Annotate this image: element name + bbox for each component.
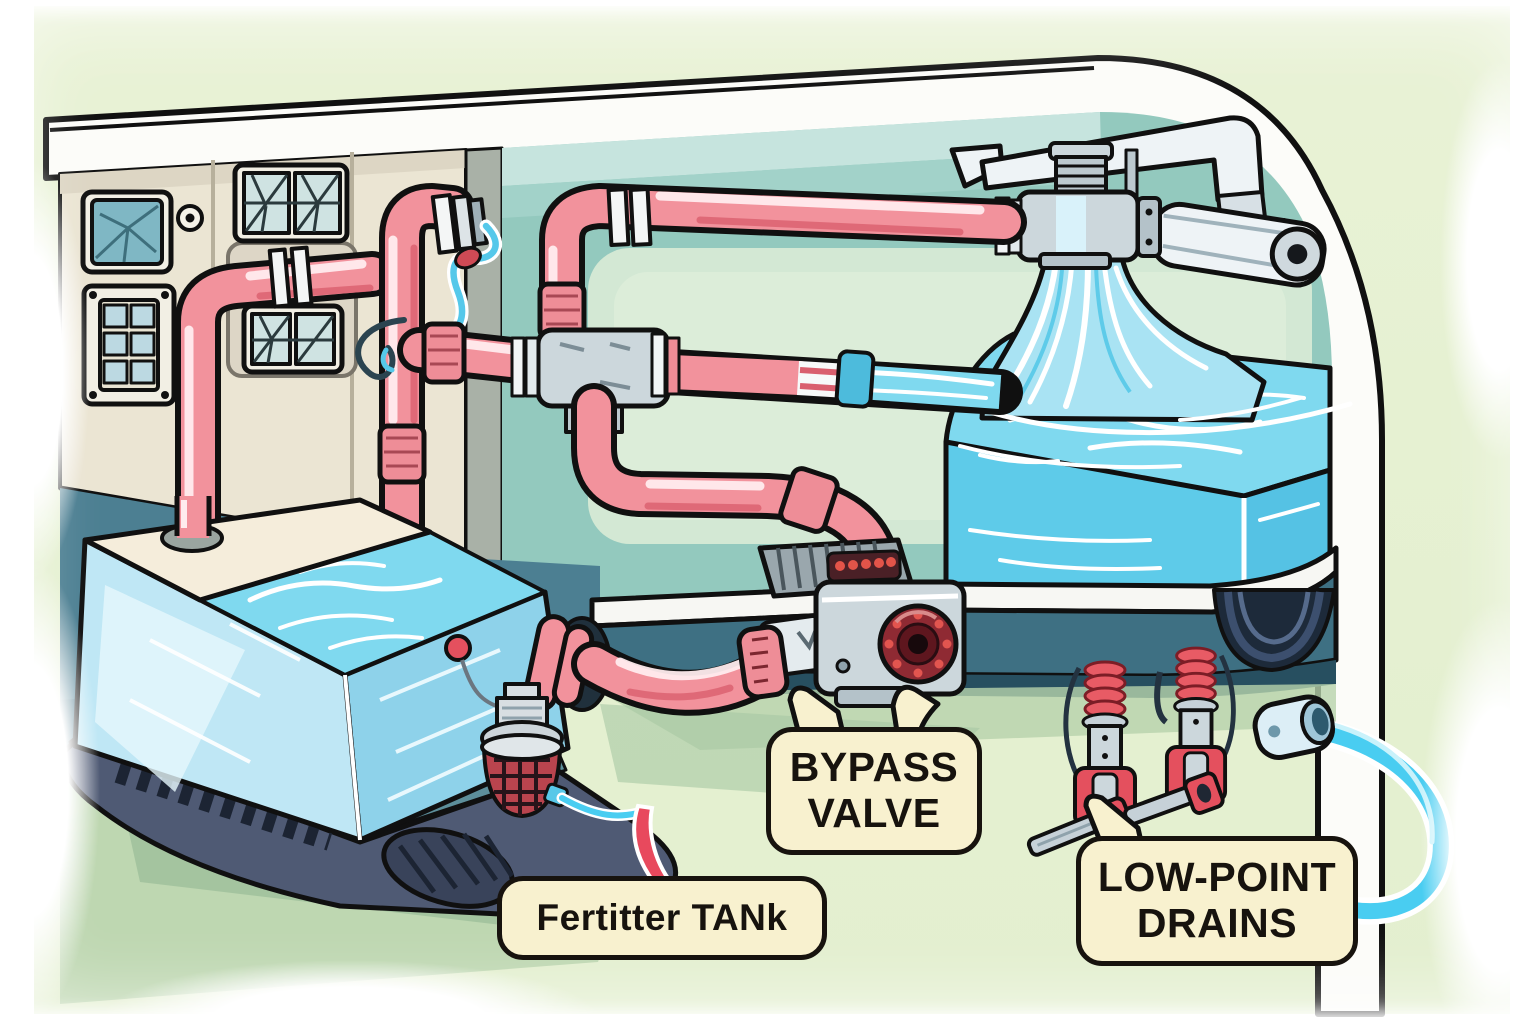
cavity-pipes: [510, 183, 1027, 623]
vent-grille-lower: [241, 303, 345, 375]
callout-low-point-drains-label: LOW-POINT DRAINS: [1076, 836, 1358, 966]
wire-loop: [355, 317, 407, 380]
pipe-coupling: [267, 245, 314, 309]
faucet-assembly: [949, 115, 1327, 288]
tube-clip: [454, 246, 482, 270]
bypass-valve: [736, 537, 967, 708]
hose-connector: [1252, 694, 1336, 760]
wall-pipes: [175, 183, 571, 563]
red-pin: [444, 634, 472, 662]
water-pour: [958, 253, 1353, 470]
pipe-wrap-coupling: [377, 423, 427, 485]
holding-tub-water: [943, 253, 1353, 609]
wall-knob: [176, 204, 204, 232]
wheel-well: [1212, 588, 1336, 672]
pipe-tape-band: [834, 349, 876, 409]
wall-window: [80, 189, 174, 275]
callout-tank-label: Fertitter TANk: [497, 876, 827, 960]
drain-valve: [1123, 646, 1236, 826]
vent-grille-upper: [232, 162, 350, 244]
callout-bypass-valve-label: BYPASS VALVE: [766, 727, 982, 855]
pipe-end-coupling: [430, 193, 489, 255]
strainer-pump: [444, 634, 648, 821]
pipe-coupling: [606, 187, 653, 248]
valve-dial: [877, 603, 959, 685]
control-panel: [81, 283, 177, 407]
callout-tails: [632, 684, 1145, 893]
